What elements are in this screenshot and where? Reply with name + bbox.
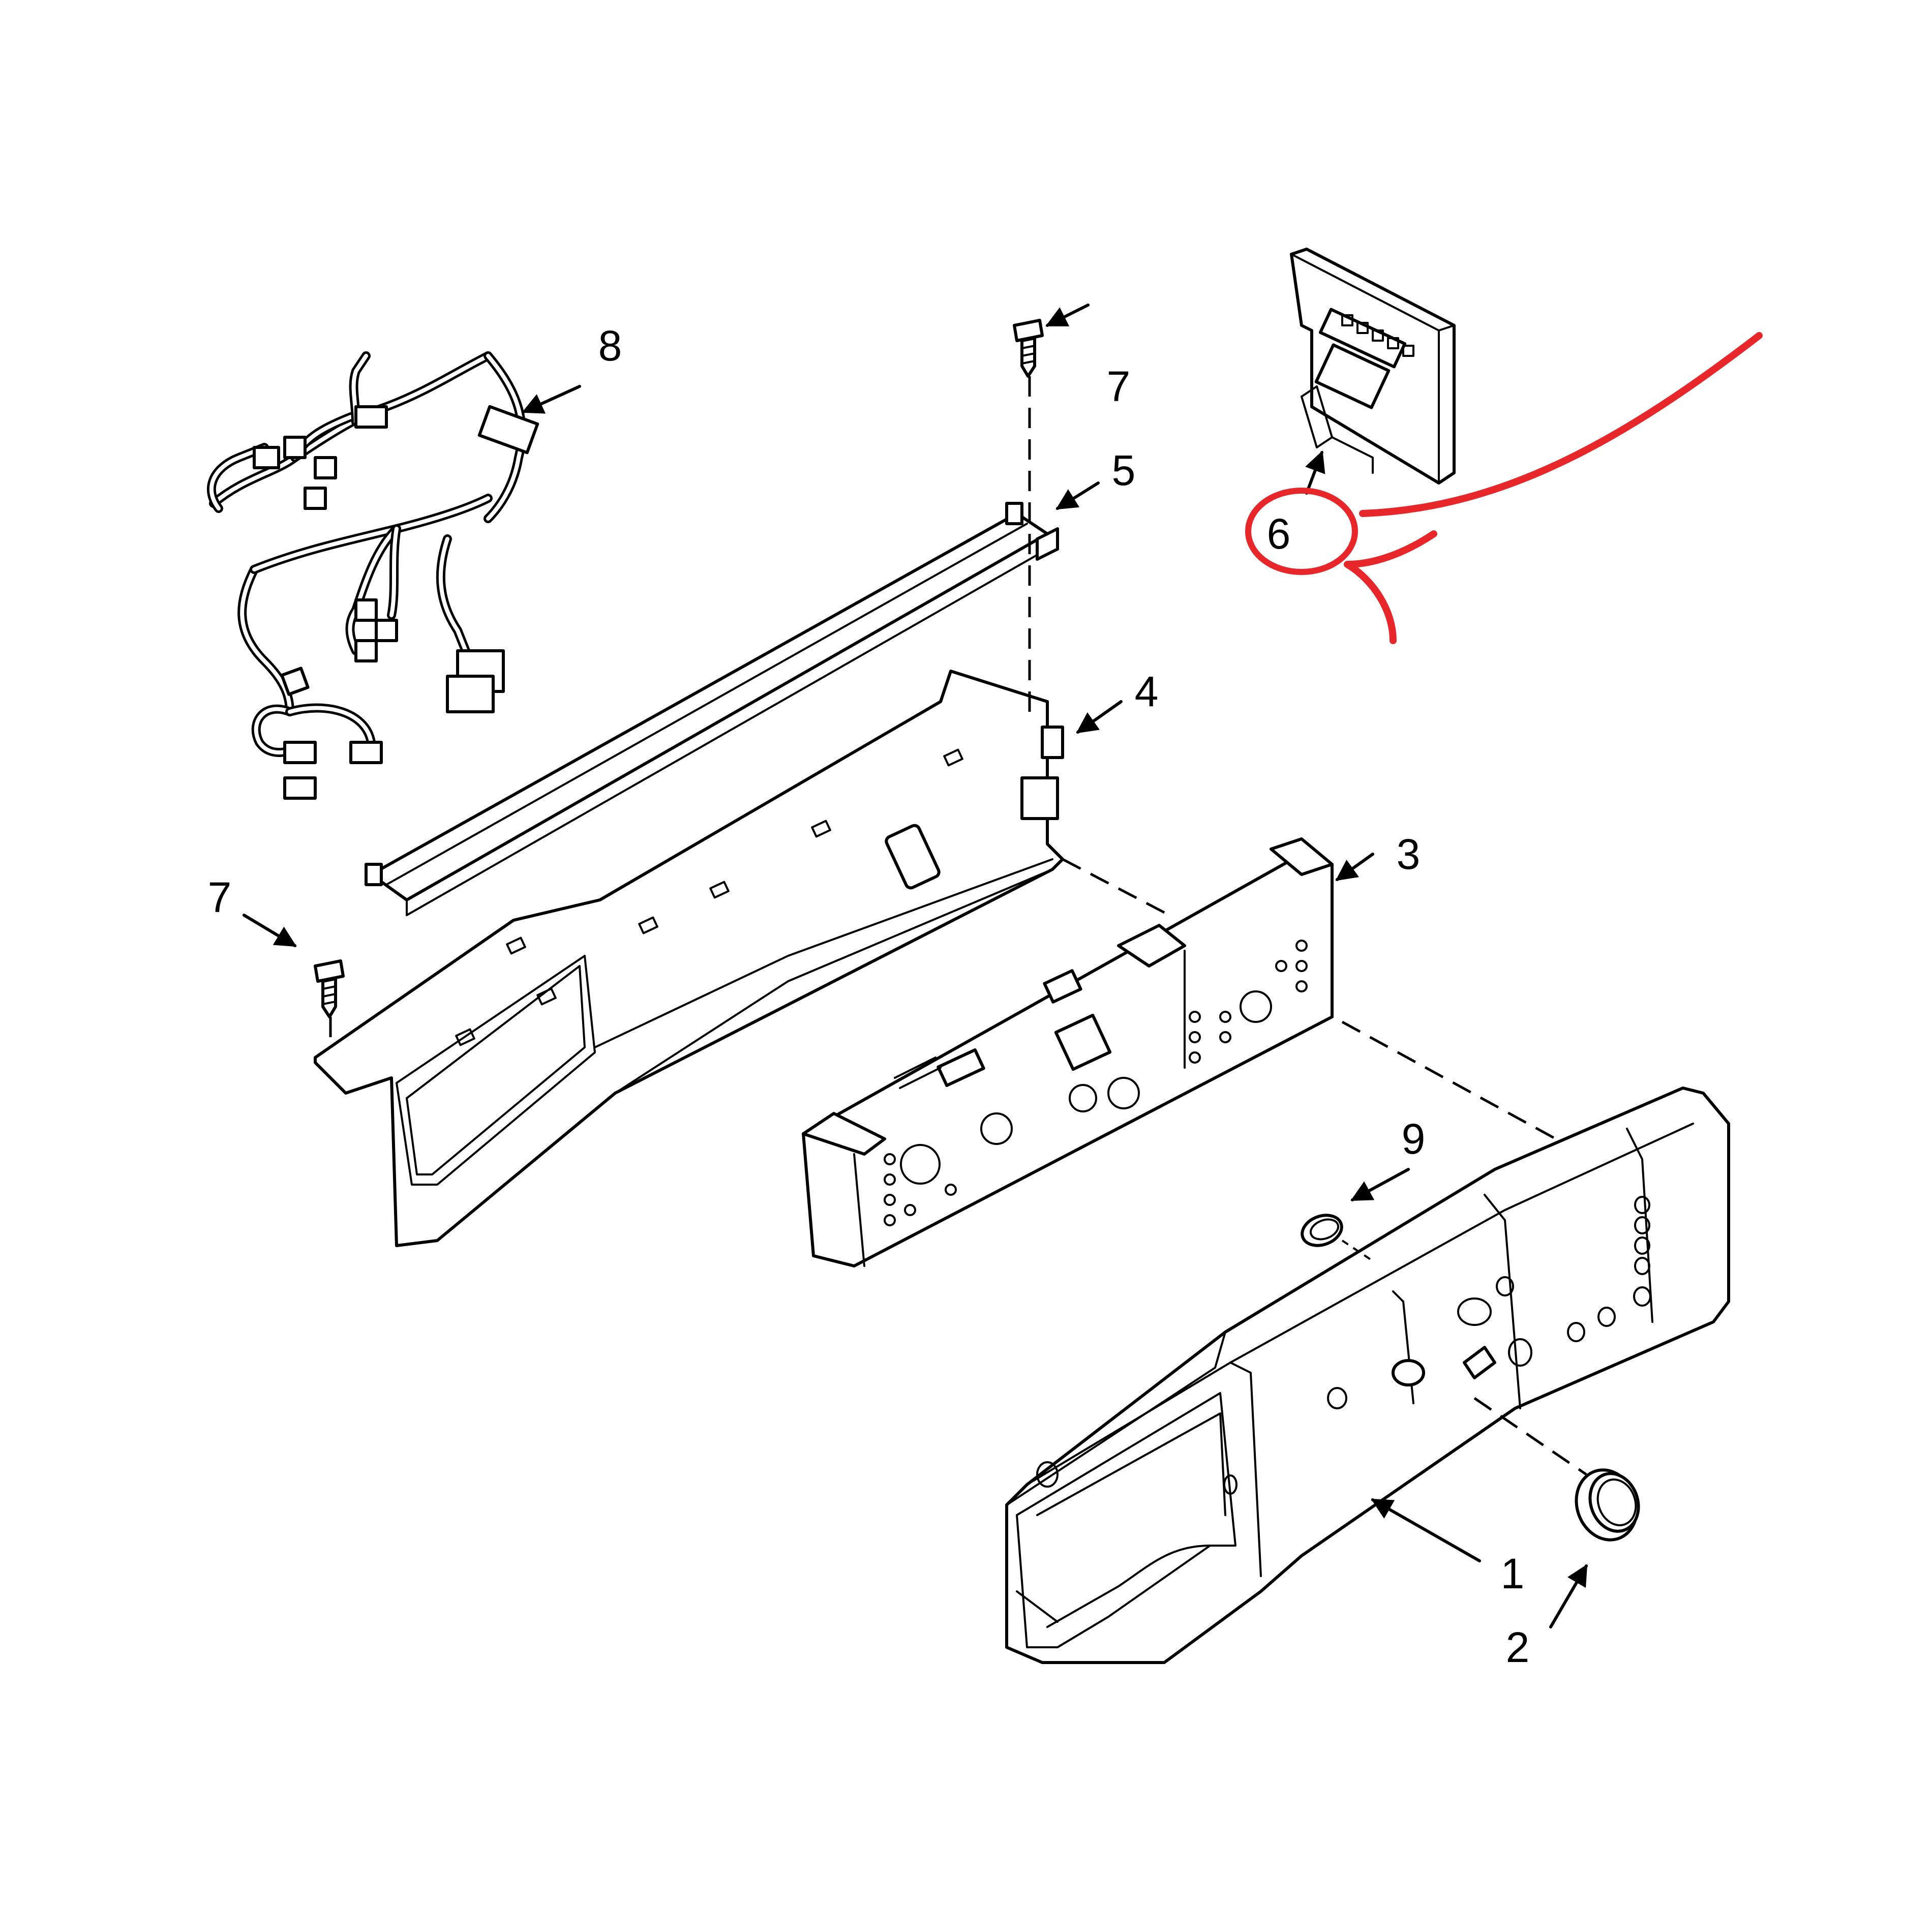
callout-2: 2 [1505,1623,1530,1671]
highlight-arrowhead [1344,530,1437,644]
callout-7-upper: 7 [1106,363,1131,410]
highlight-arrow [1359,332,1763,517]
control-board-part [802,837,1334,1267]
callout-3: 3 [1396,830,1421,878]
knob-part [1575,1468,1640,1542]
callout-1: 1 [1500,1550,1525,1597]
callout-9: 9 [1401,1115,1426,1163]
callout-5: 5 [1111,446,1136,494]
board-component-dots [884,940,1308,1226]
red-highlight [1245,332,1763,644]
wire-harness-part [206,351,539,800]
alignment-lines [329,376,1587,1476]
lens-part [1301,1214,1343,1247]
callout-4: 4 [1134,668,1159,715]
highlight-circle [1245,488,1358,575]
screw-upper-part [1013,319,1044,378]
screw-lower-part [314,959,345,1018]
leader-arrows [243,304,1588,1628]
callout-8: 8 [598,322,622,370]
electronic-module-part [1290,248,1456,485]
console-panel-part [1005,1086,1730,1664]
bracket-strip-part [365,502,1059,916]
callout-7-lower: 7 [207,873,232,921]
console-housing-part [314,670,1064,1247]
callout-6: 6 [1266,510,1291,558]
